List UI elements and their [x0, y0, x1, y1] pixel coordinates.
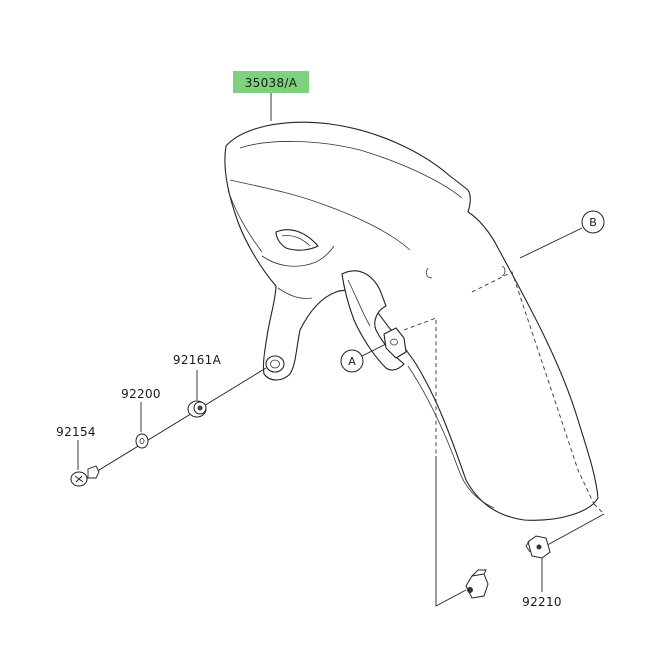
part-number-92154[interactable]: 92154: [56, 425, 96, 439]
leader-clip-lower: [435, 456, 467, 607]
fender-vent-inner: [281, 235, 311, 247]
hidden-line-b-end: [593, 503, 605, 515]
fender-clip-a: [383, 327, 407, 359]
clip-92210-tab: [525, 539, 531, 553]
bolt-head-socket: [74, 475, 84, 483]
clip-lower-hole: [467, 587, 473, 593]
fender-body: [224, 121, 599, 521]
fastener-axis-line: [85, 367, 267, 479]
leader-92210-line: [541, 513, 605, 549]
part-label-35038[interactable]: 35038/A: [233, 71, 309, 93]
fender-vent: [275, 229, 319, 251]
bolt-shank: [87, 465, 100, 479]
fender-inner-flange: [341, 270, 405, 371]
fender-crown-line: [229, 179, 411, 251]
fender-top-ridge: [239, 141, 463, 199]
washer-hole: [139, 438, 145, 444]
part-92154-bolt[interactable]: [70, 465, 100, 487]
clip-nut-lower[interactable]: [465, 569, 489, 599]
fender-front-edge: [227, 189, 263, 253]
part-number-92200[interactable]: 92200: [121, 387, 161, 401]
callout-b-circle: [581, 210, 605, 234]
fender-flange-line: [347, 279, 371, 327]
fender-mount-hole: [270, 359, 280, 369]
leader-callout-a: [361, 343, 387, 357]
grommet-hole: [197, 405, 203, 411]
leader-callout-b: [519, 227, 583, 259]
clip-92210-hole: [536, 544, 542, 550]
clip-lower-tab: [471, 569, 487, 577]
part-92200-washer[interactable]: [135, 433, 149, 449]
part-92210-clip[interactable]: [525, 535, 551, 559]
part-label-highlight: [233, 71, 309, 93]
clip-lower-body: [465, 573, 489, 599]
callout-a-label: A: [348, 355, 356, 368]
callout-a-circle: [340, 349, 364, 373]
fender-mount-boss: [265, 355, 285, 373]
part-number-92210[interactable]: 92210: [522, 595, 562, 609]
callout-b-label: B: [589, 216, 597, 229]
fender-bracket-edge: [277, 287, 313, 299]
callout-a[interactable]: A: [340, 349, 364, 373]
fender-bracket-ridge: [261, 245, 335, 267]
callout-b[interactable]: B: [581, 210, 605, 234]
part-92161a-grommet[interactable]: [187, 400, 207, 418]
fender-inner-edge: [407, 365, 495, 509]
part-number-35038: 35038/A: [245, 76, 298, 90]
fender-clip-a-hole: [390, 338, 398, 346]
fender-mark-1: [425, 267, 433, 279]
hidden-line-b: [471, 271, 595, 505]
part-number-92161a[interactable]: 92161A: [173, 353, 222, 367]
fender-mark-2: [501, 265, 506, 277]
hidden-line-a: [403, 317, 437, 456]
front-fender: [224, 121, 599, 521]
